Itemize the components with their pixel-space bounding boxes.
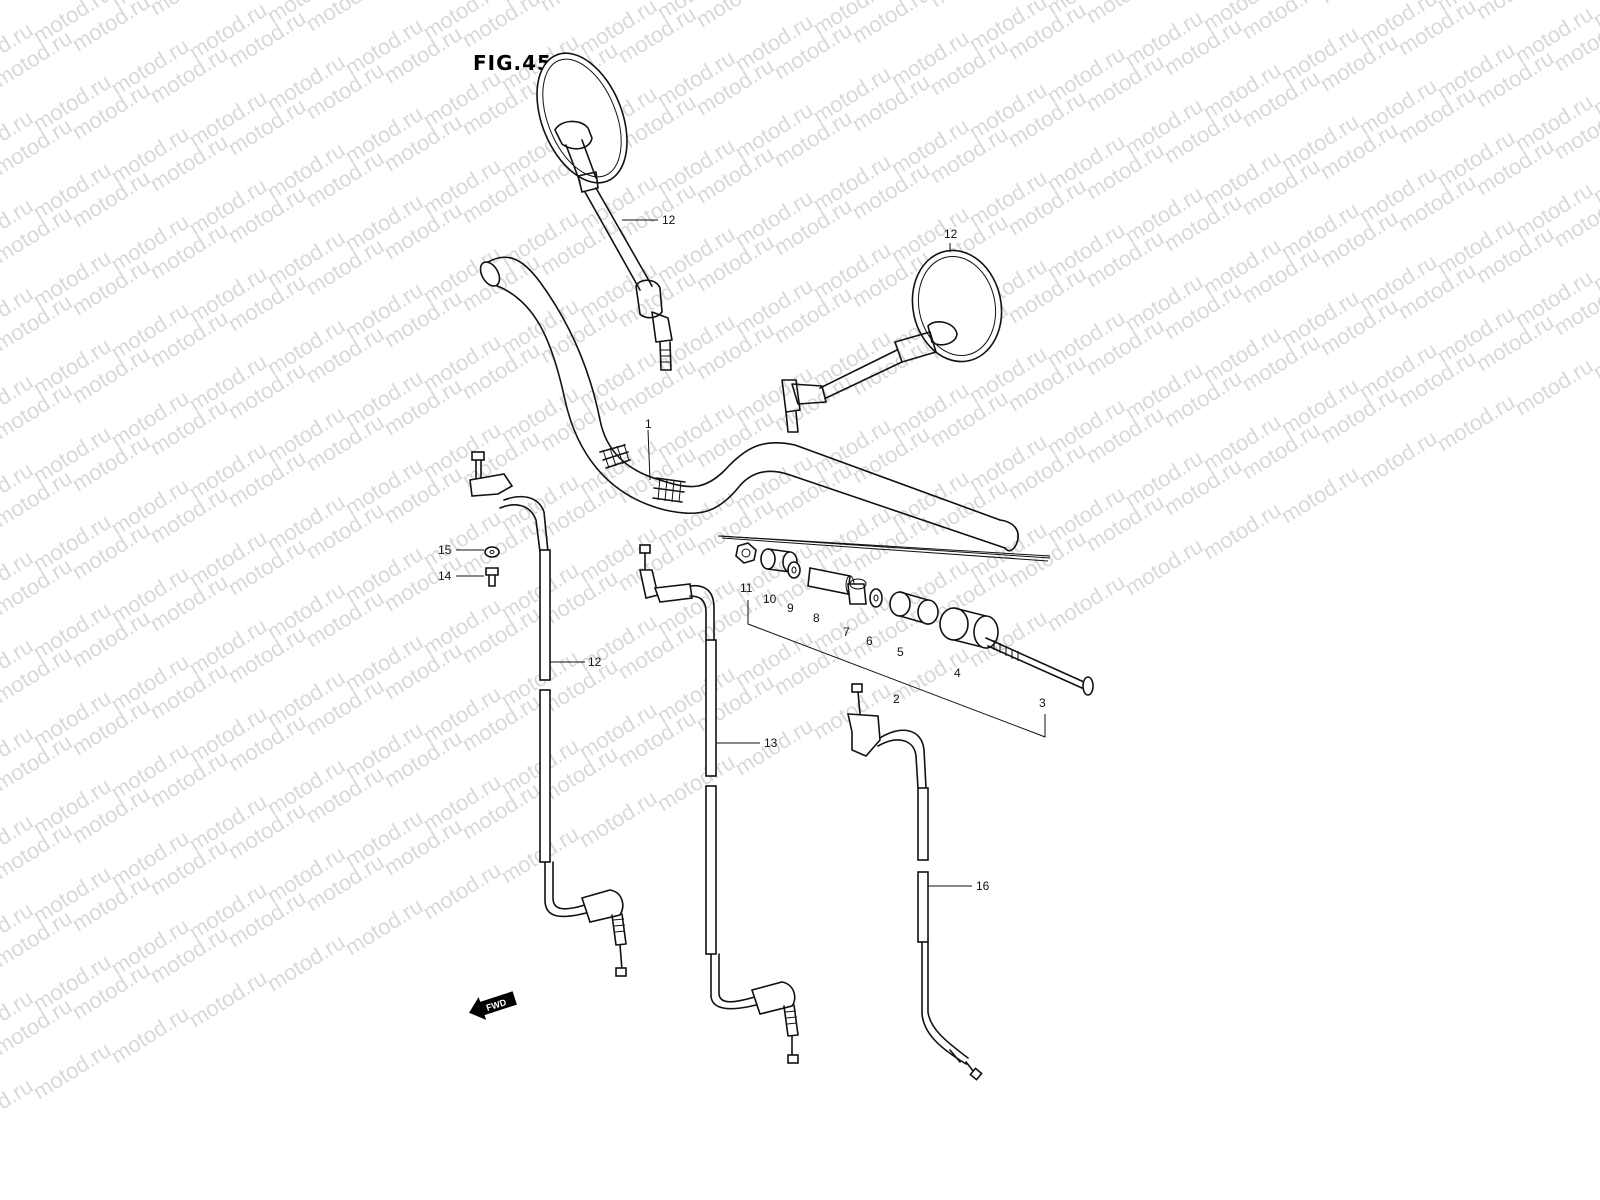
watermark-text: motod.ru bbox=[340, 893, 427, 960]
callout-12-right: 12 bbox=[944, 227, 958, 241]
watermark-text: motod.ru bbox=[1510, 353, 1597, 420]
watermark-text: motod.ru bbox=[1081, 0, 1168, 28]
watermark-text: motod.ru bbox=[418, 857, 505, 924]
callout-2: 2 bbox=[893, 692, 900, 706]
bar-end-assembly: 11 10 9 8 7 6 5 4 2 3 bbox=[717, 535, 1094, 738]
part-9-washer bbox=[787, 561, 801, 579]
part-11-nut bbox=[735, 542, 757, 564]
part-15-bolt: 14 bbox=[438, 567, 499, 587]
knurl-band-2 bbox=[652, 477, 686, 503]
part-5-weight bbox=[889, 591, 939, 625]
watermark-text: motod.ru bbox=[1315, 0, 1402, 8]
watermark-text: motod.ru bbox=[145, 0, 232, 20]
part-7-spacer bbox=[847, 578, 867, 605]
watermark-text: motod.ru bbox=[262, 929, 349, 996]
cable-17: 16 bbox=[846, 683, 990, 1081]
callout-13: 12 bbox=[588, 655, 602, 669]
forward-direction-arrow: FWD bbox=[469, 991, 517, 1020]
watermark-text: motod.ru bbox=[925, 0, 1012, 12]
part-3-bolt bbox=[985, 637, 1094, 696]
knurl-band-1 bbox=[599, 443, 631, 469]
callout-11: 11 bbox=[740, 581, 753, 595]
callout-5: 5 bbox=[897, 645, 904, 659]
watermark-text: motod.ru bbox=[535, 0, 622, 16]
mirror-left: 12 bbox=[536, 52, 676, 371]
watermark-text: motod.ru bbox=[1120, 533, 1207, 600]
watermark-text: motod.ru bbox=[301, 0, 388, 36]
part-4-cap bbox=[939, 607, 999, 649]
watermark-text: motod.ru bbox=[652, 749, 739, 816]
watermark-text: motod.ru bbox=[28, 1037, 115, 1104]
callout-16: 15 bbox=[438, 543, 452, 557]
callout-17: 16 bbox=[976, 879, 990, 893]
watermark-text: motod.ru bbox=[1276, 461, 1363, 528]
callout-14: 13 bbox=[764, 736, 778, 750]
callout-8: 8 bbox=[813, 611, 820, 625]
watermark-text: motod.ru bbox=[106, 1001, 193, 1068]
part-16-washer: 15 bbox=[438, 543, 500, 558]
callout-7: 7 bbox=[843, 625, 850, 639]
cable-14: 13 bbox=[639, 544, 799, 1064]
part-6-washer bbox=[869, 588, 883, 608]
watermark-text: motod.ru bbox=[1471, 0, 1558, 24]
callout-6: 6 bbox=[866, 634, 873, 648]
callout-3: 3 bbox=[1039, 696, 1046, 710]
callout-15: 14 bbox=[438, 569, 452, 583]
watermark-text: motod.ru bbox=[1198, 497, 1285, 564]
watermark-text: motod.ru bbox=[1354, 425, 1441, 492]
watermark-text: motod.ru bbox=[1588, 0, 1600, 32]
cable-13: 12 bbox=[469, 451, 627, 977]
callout-10: 10 bbox=[763, 592, 777, 606]
watermark-text: motod.ru bbox=[1042, 569, 1129, 636]
callout-9: 9 bbox=[787, 601, 794, 615]
callout-1: 1 bbox=[645, 417, 652, 431]
watermark-text: motod.ru bbox=[1432, 389, 1519, 456]
watermark-text: motod.ru bbox=[184, 965, 271, 1032]
figure-title: FIG.45 bbox=[473, 51, 552, 75]
callout-12-left: 12 bbox=[662, 213, 676, 227]
mirror-right: 12 bbox=[781, 227, 1003, 433]
watermark-text: motod.ru bbox=[574, 785, 661, 852]
handlebar: 1 bbox=[479, 256, 1019, 552]
callout-4: 4 bbox=[954, 666, 961, 680]
watermark-text: motod.ru bbox=[691, 0, 778, 32]
